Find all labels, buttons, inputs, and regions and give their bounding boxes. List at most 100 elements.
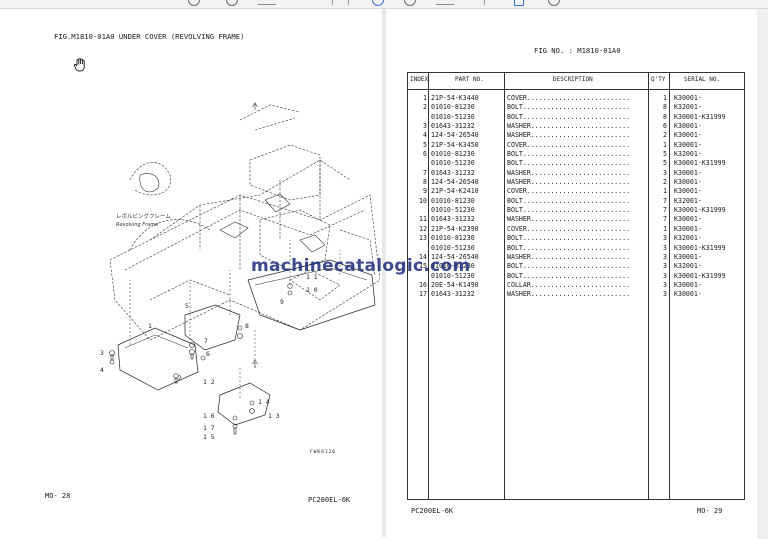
table-cell-index: 3 (423, 122, 427, 131)
table-cell-serial: K32001- (674, 196, 702, 205)
right-page-number: MO- 29 (697, 507, 723, 515)
table-cell-part: 21P-54-K2410 (431, 187, 479, 196)
figure-title: FIG.M1810-01A0 UNDER COVER (REVOLVING FR… (54, 32, 245, 41)
table-cell-index: 6 (423, 150, 427, 159)
table-cell-desc: BOLT........................... (507, 234, 631, 243)
parts-table (407, 72, 745, 500)
table-cell-index: 9 (423, 187, 427, 196)
callout-1: 1 (148, 322, 152, 330)
table-cell-desc: COVER.......................... (507, 224, 631, 233)
toolbar-field[interactable] (436, 4, 454, 5)
table-cell-index: 15 (419, 262, 427, 271)
table-cell-desc: BOLT........................... (507, 262, 631, 271)
table-cell-desc: BOLT........................... (507, 103, 631, 112)
toolbar-separator (348, 0, 349, 5)
table-cell-part: 01010-51230 (431, 243, 475, 252)
table-cell-serial: K30001- (674, 94, 702, 102)
table-cell-serial: K30001- (674, 122, 702, 131)
table-cell-qty: 7 (663, 206, 667, 215)
table-cell-index: 1 (423, 94, 427, 102)
frame-label-jp: レボルビングフレーム (116, 212, 171, 220)
toolbar-circle-icon[interactable] (226, 0, 238, 6)
table-cell-qty: 2 (663, 131, 667, 140)
column-description: COVER..........................BOLT.....… (507, 94, 647, 300)
table-cell-qty: 3 (663, 243, 667, 252)
callout-2: 2 (178, 374, 182, 382)
callout-4: 4 (100, 366, 104, 374)
right-page-model: PC200EL-6K (411, 507, 454, 515)
callout-6: 6 (206, 350, 210, 358)
table-divider (648, 72, 649, 500)
table-cell-serial: K30001-K31999 (674, 206, 726, 215)
table-cell-serial: K30001- (674, 252, 702, 261)
table-cell-part: 01643-31232 (431, 168, 475, 177)
table-cell-desc: WASHER......................... (507, 168, 631, 177)
table-cell-part: 01010-81230 (431, 150, 475, 159)
table-cell-index (408, 159, 427, 168)
table-cell-serial: K30001- (674, 290, 702, 299)
left-page (0, 9, 382, 537)
callout-5: 5 (185, 302, 189, 310)
left-page-model: PC200EL-6K (308, 496, 351, 504)
table-cell-index: 5 (423, 140, 427, 149)
right-page (386, 9, 768, 537)
toolbar-circle-icon[interactable] (548, 0, 560, 6)
viewer-edge (757, 9, 768, 539)
table-cell-index: 10 (419, 196, 427, 205)
table-cell-serial: K30001- (674, 224, 702, 233)
table-cell-part: 01643-31232 (431, 290, 475, 299)
table-cell-part: 124-54-26540 (431, 252, 479, 261)
table-cell-desc: WASHER......................... (507, 131, 631, 140)
table-divider (504, 72, 505, 500)
table-cell-desc: BOLT........................... (507, 159, 631, 168)
table-cell-qty: 1 (663, 94, 667, 102)
table-cell-desc: COVER.......................... (507, 140, 631, 149)
table-cell-serial: K30001-K31999 (674, 159, 726, 168)
table-cell-serial: K30001- (674, 140, 702, 149)
table-cell-desc: BOLT........................... (507, 112, 631, 121)
table-cell-desc: COVER.......................... (507, 94, 631, 102)
table-cell-part: 01643-31232 (431, 215, 475, 224)
table-cell-qty: 8 (663, 103, 667, 112)
page-gutter (382, 9, 386, 537)
table-cell-desc: WASHER......................... (507, 215, 631, 224)
table-cell-desc: BOLT........................... (507, 206, 631, 215)
table-cell-index: 16 (419, 280, 427, 289)
toolbar-circle-icon[interactable] (372, 0, 384, 6)
toolbar-square-icon[interactable] (514, 0, 524, 6)
table-cell-part: 21P-54-K3440 (431, 94, 479, 102)
viewer-toolbar (0, 0, 768, 9)
table-cell-serial: K30001- (674, 215, 702, 224)
table-divider (669, 72, 670, 500)
table-cell-part: 01010-51230 (431, 271, 475, 280)
callout-7: 7 (204, 337, 208, 345)
toolbar-circle-icon[interactable] (188, 0, 200, 6)
table-cell-qty: 1 (663, 187, 667, 196)
toolbar-circle-icon[interactable] (404, 0, 416, 6)
table-cell-part: 01010-81230 (431, 234, 475, 243)
table-cell-desc: BOLT........................... (507, 243, 631, 252)
table-cell-qty: 3 (663, 262, 667, 271)
toolbar-field[interactable] (258, 4, 276, 5)
table-cell-index: 2 (423, 103, 427, 112)
header-qty: Q'TY (651, 76, 666, 83)
callout-13: 1 3 (268, 412, 280, 420)
callout-16: 1 6 (203, 412, 215, 420)
table-cell-desc: BOLT........................... (507, 271, 631, 280)
table-cell-part: 124-54-26540 (431, 131, 479, 140)
table-cell-part: 21P-54-K2390 (431, 224, 479, 233)
table-cell-index: 11 (419, 215, 427, 224)
table-cell-qty: 3 (663, 234, 667, 243)
table-cell-qty: 7 (663, 196, 667, 205)
table-cell-qty: 3 (663, 168, 667, 177)
table-cell-index: 4 (423, 131, 427, 140)
callout-14: 1 4 (258, 398, 270, 406)
callout-17: 1 7 (203, 424, 215, 432)
table-cell-index (408, 206, 427, 215)
table-cell-serial: K30001- (674, 187, 702, 196)
table-cell-part: 01010-51230 (431, 206, 475, 215)
table-cell-serial: K30001- (674, 168, 702, 177)
